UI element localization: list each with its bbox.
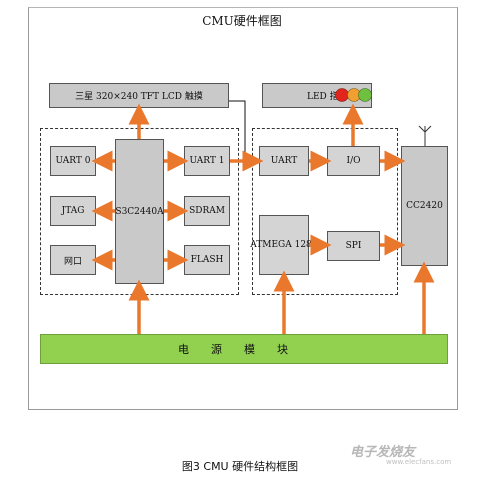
watermark-url: www.elecfans.com bbox=[386, 458, 452, 466]
atmega-block: ATMEGA 128L bbox=[250, 215, 318, 275]
mcu-group-border bbox=[252, 128, 398, 295]
diagram-title: CMU硬件框图 bbox=[202, 14, 282, 28]
led-red-icon bbox=[335, 88, 349, 102]
netport-block: 网口 bbox=[50, 245, 96, 275]
data-arrows bbox=[91, 103, 435, 334]
watermark-logo: 电子发烧友 bbox=[350, 445, 416, 460]
cc2420-block: CC2420 bbox=[401, 146, 448, 266]
power-module-block: 电源模块 bbox=[40, 334, 448, 364]
io-block: I/O bbox=[327, 146, 380, 176]
figure-caption: 图3 CMU 硬件结构框图 bbox=[181, 460, 299, 473]
sdram-block: SDRAM bbox=[184, 196, 230, 226]
spi-block: SPI bbox=[327, 231, 380, 261]
uart-mcu-block: UART bbox=[259, 146, 309, 176]
led-green-icon bbox=[358, 88, 372, 102]
flash-block: FLASH bbox=[184, 245, 230, 275]
antenna-icon bbox=[418, 125, 432, 146]
cpu-block: S3C2440A bbox=[115, 139, 164, 284]
lcd-uart-line bbox=[229, 100, 254, 162]
